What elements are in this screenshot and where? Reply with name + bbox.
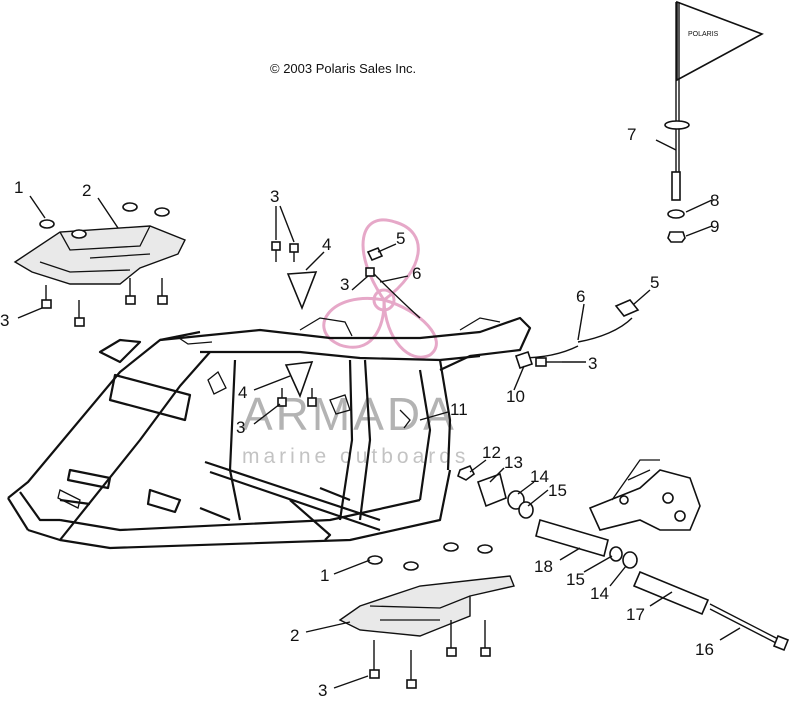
bushing-13 — [476, 472, 507, 508]
bracket-4-lower — [284, 361, 314, 399]
clip-5-upper — [366, 246, 384, 262]
bolts-center-3 — [277, 388, 317, 407]
watermark-tagline: marine outboards — [242, 445, 469, 468]
bolts-top-center — [271, 241, 299, 262]
callout-6: 6 — [576, 287, 585, 306]
callout-10: 10 — [506, 387, 525, 406]
callout-3: 3 — [236, 418, 245, 437]
skid-plate-lower — [338, 575, 515, 637]
callout-2: 2 — [82, 181, 91, 200]
watermark-brand: ARMADA — [242, 388, 457, 440]
pivot-tube-18 — [535, 518, 609, 558]
washers-lower — [367, 542, 493, 571]
callout-4: 4 — [322, 235, 331, 254]
flag-text: POLARIS — [688, 31, 719, 38]
cable-6-upper — [365, 267, 421, 319]
washers-upper-left — [39, 202, 170, 239]
cable-6-right — [519, 317, 633, 359]
washer-14-lower — [622, 551, 638, 569]
callout-18: 18 — [534, 557, 553, 576]
callout-3: 3 — [588, 354, 597, 373]
swing-bracket — [588, 459, 701, 531]
callout-3: 3 — [0, 311, 9, 330]
copyright-text: © 2003 Polaris Sales Inc. — [270, 61, 416, 76]
callout-12: 12 — [482, 443, 501, 462]
callouts: 1 2 3 3 4 5 3 6 7 8 9 6 5 3 4 3 10 11 12… — [0, 125, 719, 700]
bolt-16 — [709, 603, 789, 652]
safety-flag: POLARIS — [664, 0, 764, 201]
bushing-15-lower — [609, 546, 623, 562]
callout-3: 3 — [318, 681, 327, 699]
callout-7: 7 — [627, 125, 636, 144]
callout-6: 6 — [412, 264, 421, 283]
callout-9: 9 — [710, 217, 719, 236]
clip-5-right — [614, 299, 640, 317]
callout-4: 4 — [238, 383, 247, 402]
callout-15: 15 — [566, 570, 585, 589]
callout-5: 5 — [650, 273, 659, 292]
bracket-10 — [514, 350, 534, 370]
leader-lines — [17, 139, 741, 689]
callout-5: 5 — [396, 229, 405, 248]
callout-16: 16 — [695, 640, 714, 659]
callout-11: 11 — [450, 400, 468, 419]
watermark: ARMADA marine outboards — [242, 218, 469, 468]
bolt-3-right — [535, 357, 562, 367]
bolts-lower — [369, 620, 491, 689]
callout-1: 1 — [320, 566, 329, 585]
callout-14: 14 — [530, 467, 549, 486]
callout-13: 13 — [504, 453, 523, 472]
callout-14: 14 — [590, 584, 609, 603]
main-frame — [7, 316, 532, 550]
skid-plate-upper — [13, 225, 186, 285]
callout-3: 3 — [340, 275, 349, 294]
bolts-upper-left — [41, 278, 168, 327]
watermark-logo — [322, 218, 438, 359]
callout-2: 2 — [290, 626, 299, 645]
washer-nut-8-9 — [667, 209, 686, 243]
bushing-15-upper — [518, 501, 534, 519]
callout-15: 15 — [548, 481, 567, 500]
callout-17: 17 — [626, 605, 645, 624]
callout-1: 1 — [14, 178, 23, 197]
callout-3: 3 — [270, 187, 279, 206]
bracket-4-upper — [286, 271, 318, 311]
nut-12 — [457, 464, 476, 481]
callout-8: 8 — [710, 191, 719, 210]
